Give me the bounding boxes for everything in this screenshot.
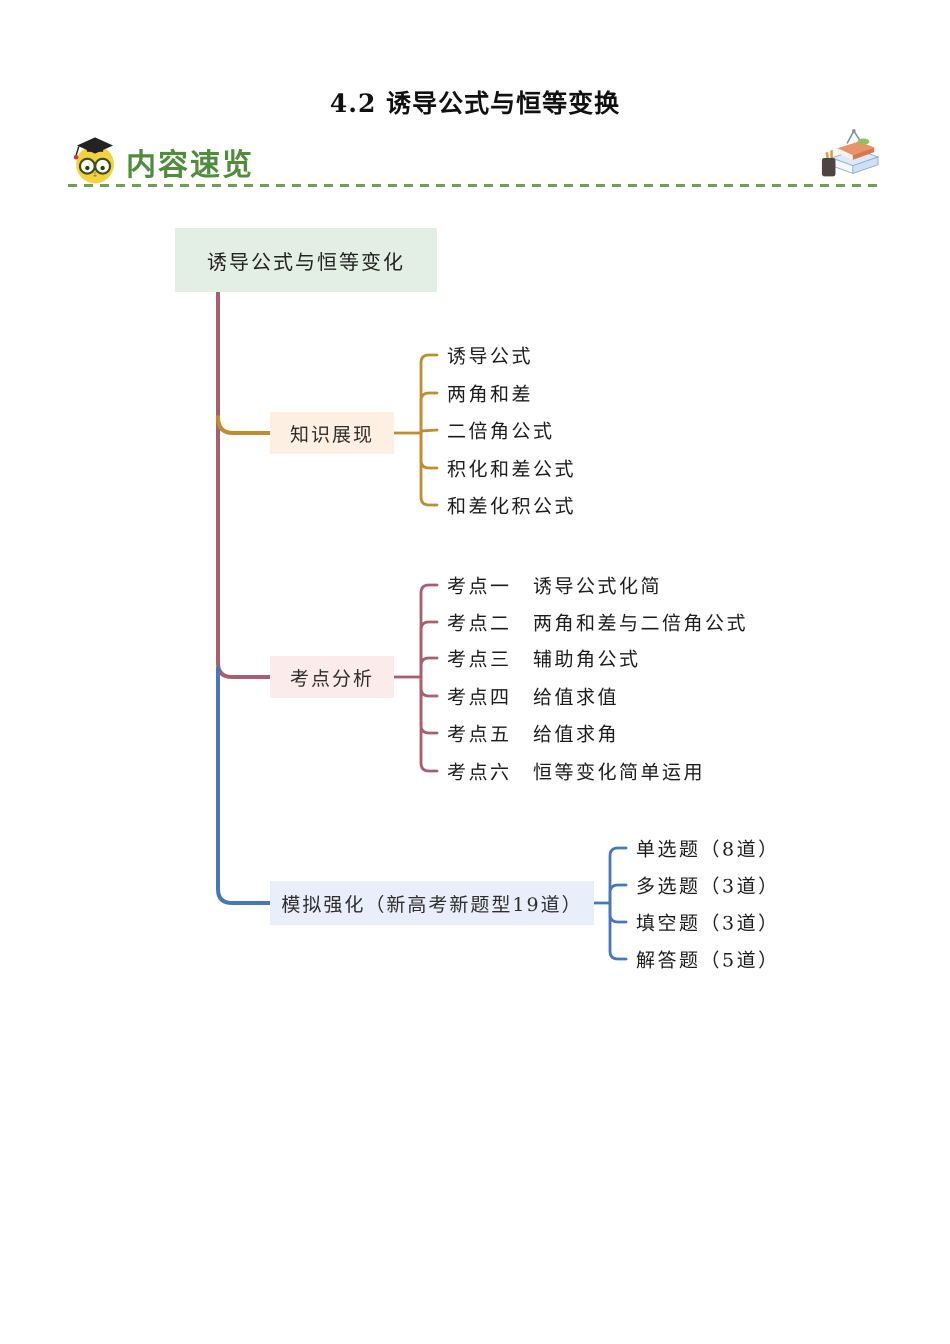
mindmap-leaf: 解答题（5道） [636,949,780,972]
mindmap-leaf: 单选题（8道） [636,838,780,861]
mindmap-node-examtopics: 考点分析 [270,656,394,698]
mindmap-node-practice: 模拟强化（新高考新题型19道） [270,881,594,925]
mindmap-leaf: 和差化积公式 [447,495,577,518]
mindmap-leaf: 考点四 给值求值 [447,686,620,709]
mindmap-leaf: 考点一 诱导公式化简 [447,575,663,598]
mindmap-leaf: 考点六 恒等变化简单运用 [447,761,706,784]
mindmap-leaf: 两角和差 [447,383,534,406]
mindmap-leaf: 考点三 辅助角公式 [447,648,641,671]
mindmap-leaf: 考点五 给值求角 [447,723,620,746]
mindmap-leaf: 诱导公式 [447,345,534,368]
mindmap-leaf: 二倍角公式 [447,420,555,443]
section-header: 内容速览 [0,128,950,194]
dashed-divider [68,184,882,187]
mindmap-root-node: 诱导公式与恒等变化 [175,228,437,292]
section-title: 内容速览 [126,148,254,183]
page-title: 4.2 诱导公式与恒等变换 [329,89,621,118]
mindmap-leaf: 填空题（3道） [636,912,780,935]
mindmap-node-knowledge: 知识展现 [270,412,394,454]
owl-scholar-icon [68,132,122,186]
mindmap-leaf: 多选题（3道） [636,875,780,898]
mindmap-leaf: 考点二 两角和差与二倍角公式 [447,612,749,635]
mindmap-leaf: 积化和差公式 [447,458,577,481]
books-stack-icon [818,128,880,186]
